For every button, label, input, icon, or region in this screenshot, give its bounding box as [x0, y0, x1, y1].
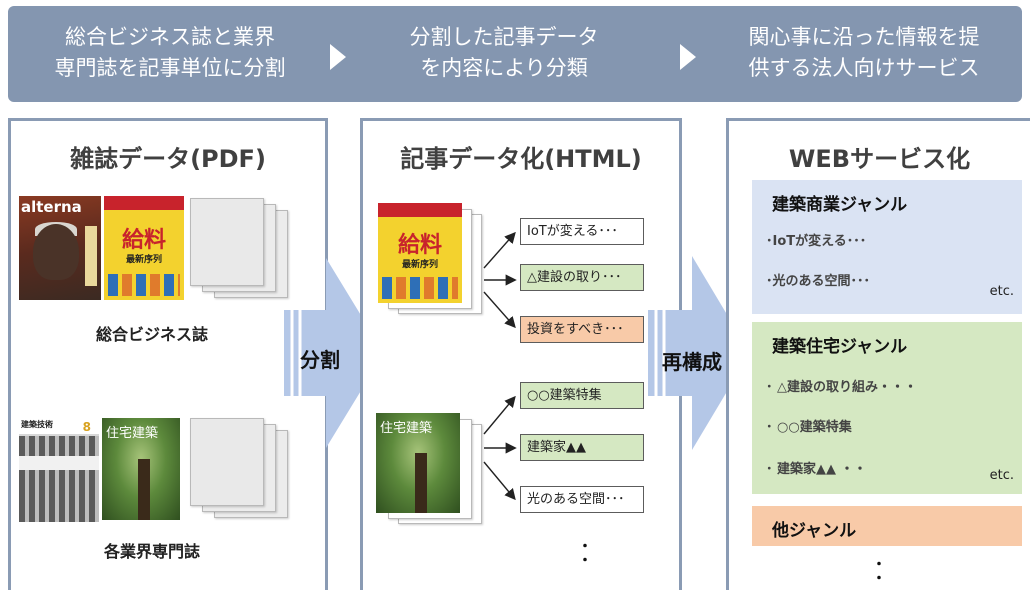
- cover-headline-char: 給: [397, 233, 420, 258]
- cover-subhead: 最新序列: [401, 260, 438, 270]
- genre-article-item: ･ 建築家▲▲ ・・: [766, 462, 867, 477]
- panel-title: WEBサービス化: [788, 145, 971, 173]
- article-box: 建築家▲▲: [520, 434, 644, 461]
- cover-tree-trunk: [137, 458, 150, 520]
- trade-magazine-caption: 各業界専門誌: [104, 542, 201, 561]
- article-box: 投資をすべき･･･: [520, 316, 644, 343]
- cover-headline: 給料: [104, 222, 184, 254]
- more-genres-indicator: ・ ・: [872, 557, 886, 587]
- cover-masthead: 建築技術: [21, 420, 53, 429]
- genre-card-residential: 建築住宅ジャンル ･ △建設の取り組み・・・ ･ ○○建築特集 ･ 建築家▲▲ …: [752, 322, 1022, 494]
- genre-title: 建築商業ジャンル: [772, 195, 908, 215]
- cover-issue-number: 8: [82, 420, 91, 434]
- banner-step-split: 総合ビジネス誌と業界 専門誌を記事単位に分割: [30, 22, 310, 84]
- cover-header-band: 建築技術: [19, 418, 99, 434]
- split-arrow-icon: [284, 258, 384, 448]
- banner-chevron-icon: [330, 44, 346, 70]
- restructure-arrow-label: 再構成: [662, 350, 722, 374]
- article-box: △建設の取り･･･: [520, 264, 644, 291]
- genre-card-other: 他ジャンル: [752, 506, 1022, 546]
- banner-step-classify: 分割した記事データ を内容により分類: [364, 22, 644, 84]
- cover-masthead: 住宅建築: [380, 421, 433, 436]
- split-arrow-label-wrap: 分割: [300, 344, 340, 373]
- banner-step-line: 分割した記事データ: [409, 25, 599, 49]
- cover-headline-char: 料: [420, 233, 443, 258]
- restructure-arrow-icon: [648, 256, 750, 450]
- cover-masthead: alterna: [21, 198, 82, 216]
- genre-article-item: ･ ○○建築特集: [766, 420, 852, 435]
- cover-portrait-face: [33, 224, 79, 280]
- magazine-cover-toyo-keizai: 給料 最新序列: [378, 203, 462, 303]
- cover-headline-char: 給: [121, 228, 144, 253]
- article-box: IoTが変える･･･: [520, 218, 644, 245]
- magazine-cover-alterna: alterna: [19, 196, 101, 300]
- banner-step-service: 関心事に沿った情報を提 供する法人向けサービス: [714, 22, 1014, 84]
- cover-header-band: [104, 196, 184, 210]
- genre-card-commercial: 建築商業ジャンル ･IoTが変える･･･ ･光のある空間･･･ etc.: [752, 180, 1022, 314]
- banner-step-line: 総合ビジネス誌と業界: [65, 25, 275, 49]
- article-connector-icon: [483, 231, 517, 329]
- genre-article-item: ･ △建設の取り組み・・・: [766, 380, 918, 395]
- cover-side-band: [85, 226, 97, 286]
- genre-etc-note: etc.: [989, 284, 1014, 299]
- general-business-caption: 総合ビジネス誌: [96, 325, 209, 344]
- cover-building-photo: [19, 436, 99, 522]
- banner-step-line: を内容により分類: [420, 56, 588, 80]
- article-box: 光のある空間･･･: [520, 486, 644, 513]
- magazine-cover-kenchiku-gijutsu: 建築技術 8: [19, 418, 99, 522]
- cover-header-band: [378, 203, 462, 217]
- document-sheet: [190, 198, 264, 286]
- article-connector-icon: [483, 395, 517, 501]
- magazine-cover-toyo-keizai: 給料 最新序列: [104, 196, 184, 300]
- article-box: ○○建築特集: [520, 382, 644, 409]
- restructure-arrow-label-wrap: 再構成: [662, 346, 722, 375]
- cover-subhead: 最新序列: [125, 255, 162, 265]
- genre-title: 他ジャンル: [772, 521, 857, 541]
- cover-people-illustration: [382, 277, 458, 299]
- banner-chevron-icon: [680, 44, 696, 70]
- split-arrow-label: 分割: [300, 348, 340, 372]
- cover-headline-char: 料: [144, 228, 167, 253]
- banner-step-line: 専門誌を記事単位に分割: [54, 56, 286, 80]
- banner-step-line: 供する法人向けサービス: [748, 56, 980, 80]
- process-banner: 総合ビジネス誌と業界 専門誌を記事単位に分割 分割した記事データ を内容により分…: [8, 6, 1022, 102]
- genre-article-item: ･IoTが変える･･･: [766, 234, 867, 249]
- banner-step-line: 関心事に沿った情報を提: [748, 25, 980, 49]
- document-sheet: [190, 418, 264, 506]
- genre-title: 建築住宅ジャンル: [772, 337, 908, 357]
- panel-title: 記事データ化(HTML): [400, 145, 642, 173]
- magazine-cover-jutaku-kenchiku: 住宅建築: [102, 418, 180, 520]
- genre-etc-note: etc.: [989, 468, 1014, 483]
- magazine-cover-jutaku-kenchiku: 住宅建築: [376, 413, 460, 513]
- cover-people-illustration: [108, 274, 180, 296]
- cover-building-band: [19, 456, 99, 470]
- panel-title: 雑誌データ(PDF): [70, 145, 266, 173]
- cover-masthead: 住宅建築: [106, 426, 159, 441]
- more-articles-indicator: ・ ・: [578, 539, 592, 569]
- cover-tree-trunk: [414, 453, 427, 513]
- cover-headline: 給料: [378, 227, 462, 259]
- genre-article-item: ･光のある空間･･･: [766, 274, 871, 289]
